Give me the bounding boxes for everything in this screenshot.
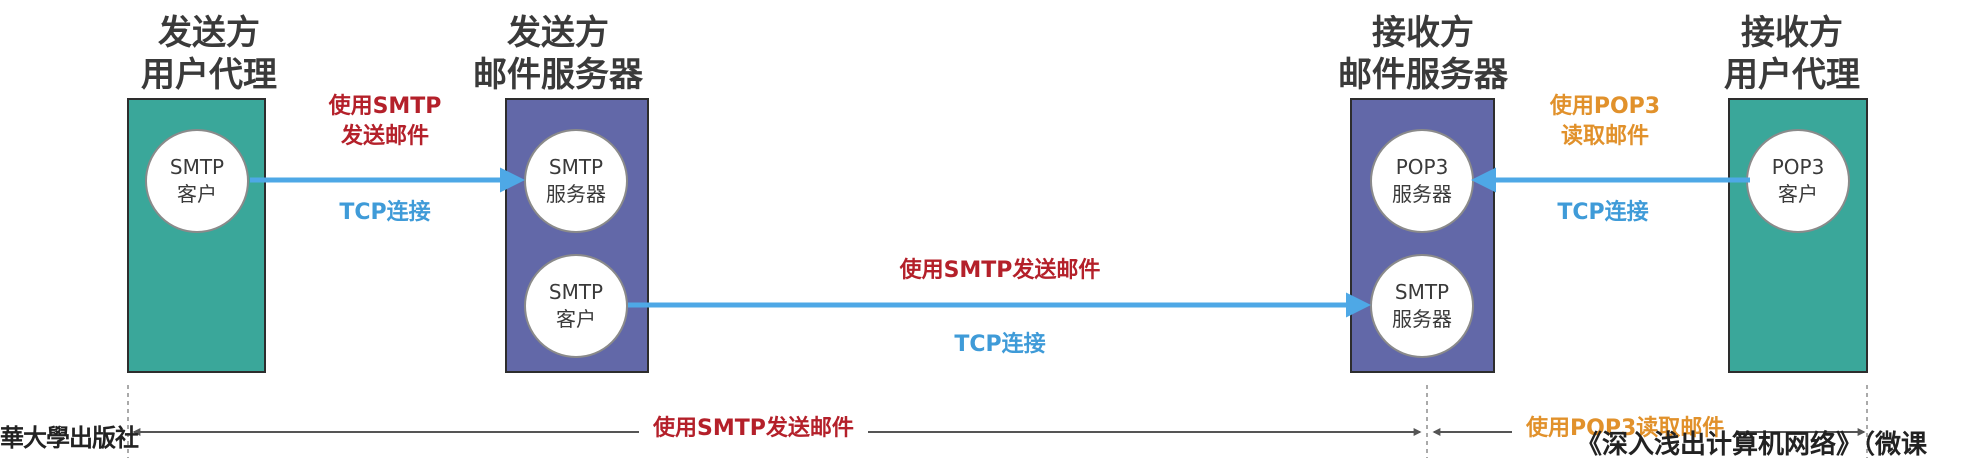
node-role: 客户 [556, 307, 596, 331]
sender-user-agent-title: 发送方 用户代理 [141, 13, 277, 95]
sender-mail-server-title: 发送方 邮件服务器 [473, 13, 643, 95]
node-role: 客户 [1778, 182, 1818, 206]
tcp-connection-label: TCP连接 [339, 200, 431, 225]
smtp-relay-label: 使用SMTP发送邮件 [899, 258, 1101, 283]
receiver-user-agent-title: 接收方 用户代理 [1724, 13, 1860, 95]
publisher-logo: 華大學出版社 [0, 423, 139, 452]
node-protocol: SMTP [169, 155, 225, 179]
pop3-server-node: POP3 服务器 [1370, 129, 1474, 233]
book-title: 《深入浅出计算机网络》（微课 [1576, 430, 1928, 460]
pop3-client-node: POP3 客户 [1746, 129, 1850, 233]
node-protocol: POP3 [1771, 155, 1825, 179]
node-role: 客户 [177, 182, 217, 206]
tcp-connection-label: TCP连接 [954, 332, 1046, 357]
node-role: 服务器 [1392, 182, 1452, 206]
smtp-server-node: SMTP 服务器 [524, 129, 628, 233]
node-protocol: POP3 [1395, 155, 1449, 179]
node-protocol: SMTP [548, 280, 604, 304]
node-role: 服务器 [1392, 307, 1452, 331]
receiver-mail-server-title: 接收方 邮件服务器 [1338, 13, 1508, 95]
node-protocol: SMTP [1394, 280, 1450, 304]
tcp-connection-label: TCP连接 [1557, 200, 1649, 225]
smtp-server-node: SMTP 服务器 [1370, 254, 1474, 358]
node-protocol: SMTP [548, 155, 604, 179]
smtp-client-node: SMTP 客户 [524, 254, 628, 358]
smtp-submit-label: 使用SMTP 发送邮件 [328, 94, 442, 149]
pop3-span-label: 使用POP3读取邮件 [1512, 414, 1739, 444]
smtp-span-label: 使用SMTP发送邮件 [639, 414, 868, 444]
smtp-client-node: SMTP 客户 [145, 129, 249, 233]
node-role: 服务器 [546, 182, 606, 206]
pop3-retrieve-label: 使用POP3 读取邮件 [1549, 94, 1661, 149]
